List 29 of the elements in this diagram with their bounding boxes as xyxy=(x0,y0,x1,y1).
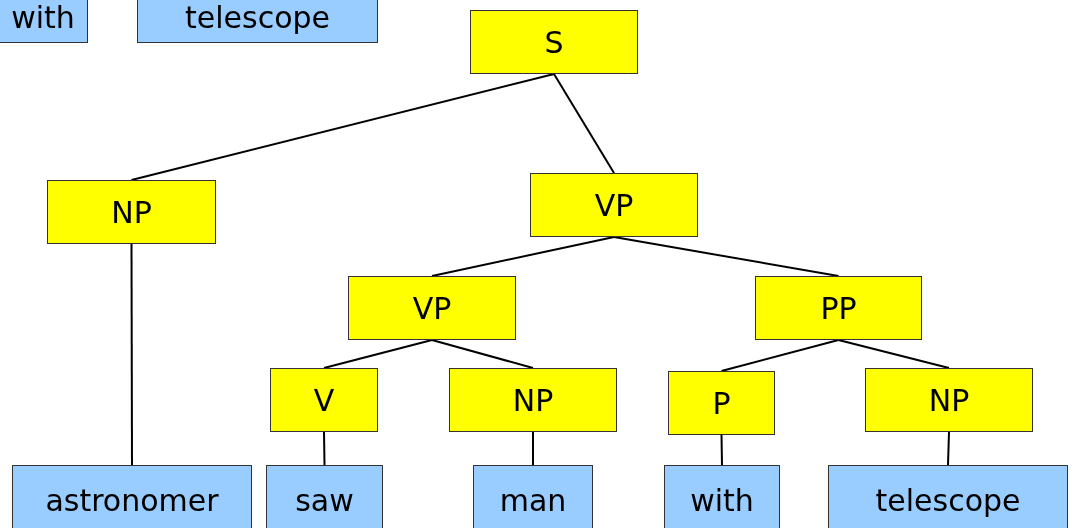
tree-branch-line xyxy=(837,339,950,369)
tree-branch-line xyxy=(553,73,615,174)
phrase-category-box: VP xyxy=(530,173,698,237)
word-box: with xyxy=(664,465,780,528)
tree-branch-line xyxy=(720,434,723,466)
tree-branch-line xyxy=(613,236,840,277)
phrase-category-box: VP xyxy=(348,276,516,340)
tree-branch-line xyxy=(532,431,534,466)
tree-branch-line xyxy=(431,339,534,369)
word-box: with xyxy=(0,0,88,43)
phrase-category-box: NP xyxy=(449,368,617,432)
word-box: astronomer xyxy=(12,465,252,528)
tree-branch-line xyxy=(720,339,840,372)
word-box: saw xyxy=(266,465,383,528)
tree-branch-line xyxy=(431,236,615,277)
tree-branch-line xyxy=(323,339,433,369)
phrase-category-box: NP xyxy=(47,180,216,244)
phrase-category-box: PP xyxy=(755,276,922,340)
word-box: man xyxy=(473,465,593,528)
word-box: telescope xyxy=(828,465,1068,528)
phrase-category-box: NP xyxy=(865,368,1033,432)
phrase-category-box: S xyxy=(470,10,638,74)
phrase-category-box: V xyxy=(270,368,378,432)
tree-branch-line xyxy=(130,73,555,181)
tree-branch-line xyxy=(323,431,326,466)
tree-branch-line xyxy=(947,431,950,466)
word-box: telescope xyxy=(137,0,378,43)
phrase-category-box: P xyxy=(668,371,775,435)
tree-branch-line xyxy=(130,243,133,466)
